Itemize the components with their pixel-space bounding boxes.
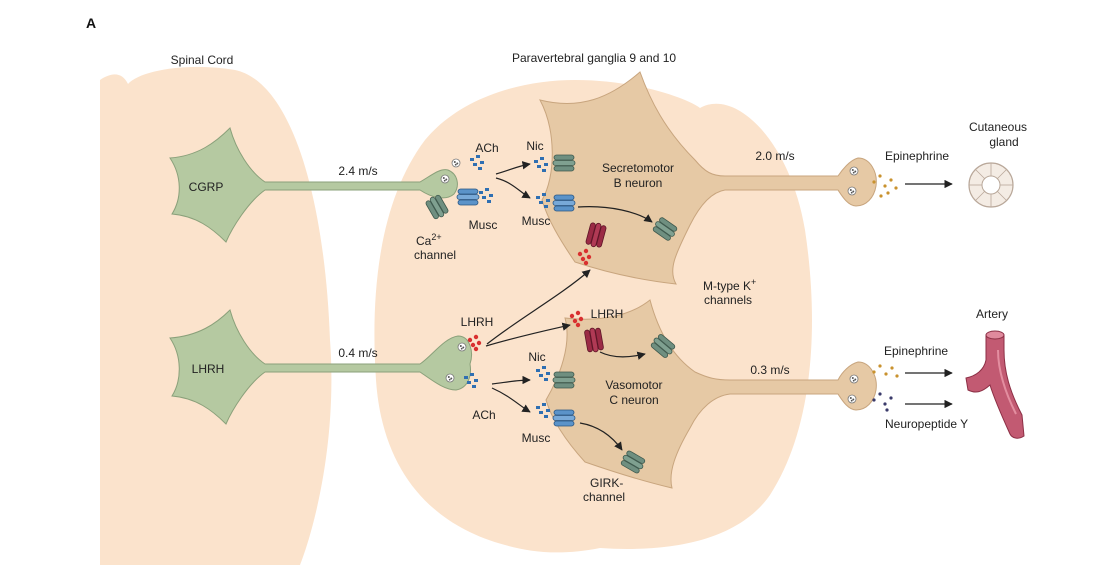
neuropeptide-label: Neuropeptide Y [885, 417, 968, 431]
nic-channel-top [552, 154, 576, 172]
lhrh-release-label: LHRH [461, 315, 494, 329]
nic-label-bottom: Nic [528, 350, 545, 364]
panel-label: A [86, 15, 96, 31]
calcium-label-sup: 2+ [431, 232, 441, 242]
musc-label-bottom: Musc [522, 431, 551, 445]
calcium-label-2: channel [414, 248, 456, 262]
musc-label-top-b: Musc [522, 214, 551, 228]
epinephrine-dots-bottom [872, 364, 899, 378]
secretomotor-label-2: B neuron [614, 176, 663, 190]
epinephrine-label-bottom: Epinephrine [884, 344, 948, 358]
cutaneous-gland [968, 162, 1014, 208]
vasomotor-neuron [545, 299, 877, 489]
musc-channel-top [552, 194, 576, 212]
calcium-label: Ca2+ [416, 232, 442, 248]
artery-label: Artery [976, 307, 1008, 321]
cgrp-neuron [169, 127, 458, 243]
lhrh-label: LHRH [192, 362, 225, 376]
epinephrine-dots-top [872, 174, 898, 198]
artery [965, 330, 1025, 439]
musc-channel-bottom [552, 409, 576, 427]
mtype-label-sup: + [751, 277, 756, 287]
musc-channel-presynaptic-top [456, 188, 480, 206]
mtype-label-base: M-type K [703, 279, 751, 293]
secretomotor-neuron [539, 71, 877, 285]
gland-label-2: gland [989, 135, 1018, 149]
lhrh-receptor-label: LHRH [591, 307, 624, 321]
nic-label-top: Nic [526, 139, 543, 153]
neuropeptide-dots [872, 392, 893, 412]
mtype-label: M-type K+ [703, 277, 756, 293]
speed-bottom-post: 0.3 m/s [750, 363, 789, 377]
girk-label-1: GIRK- [590, 476, 623, 490]
ach-label-top: ACh [475, 141, 498, 155]
speed-top-post: 2.0 m/s [755, 149, 794, 163]
musc-label-top-a: Musc [469, 218, 498, 232]
speed-bottom-pre: 0.4 m/s [338, 346, 377, 360]
ach-label-bottom: ACh [472, 408, 495, 422]
vasomotor-label-1: Vasomotor [605, 378, 662, 392]
girk-label-2: channel [583, 490, 625, 504]
cgrp-label: CGRP [189, 180, 224, 194]
lhrh-neuron [169, 309, 472, 425]
nic-channel-bottom [552, 371, 576, 389]
vasomotor-label-2: C neuron [609, 393, 658, 407]
spinal-cord-tissue [100, 66, 332, 565]
spinal-cord-label: Spinal Cord [171, 53, 234, 67]
calcium-label-base: Ca [416, 234, 432, 248]
gland-label-1: Cutaneous [969, 120, 1027, 134]
signal-arrows [485, 161, 653, 451]
mtype-label-2: channels [704, 293, 752, 307]
secretomotor-label-1: Secretomotor [602, 161, 674, 175]
speed-top-pre: 2.4 m/s [338, 164, 377, 178]
ganglia-label: Paravertebral ganglia 9 and 10 [512, 51, 676, 65]
epinephrine-label-top: Epinephrine [885, 149, 949, 163]
